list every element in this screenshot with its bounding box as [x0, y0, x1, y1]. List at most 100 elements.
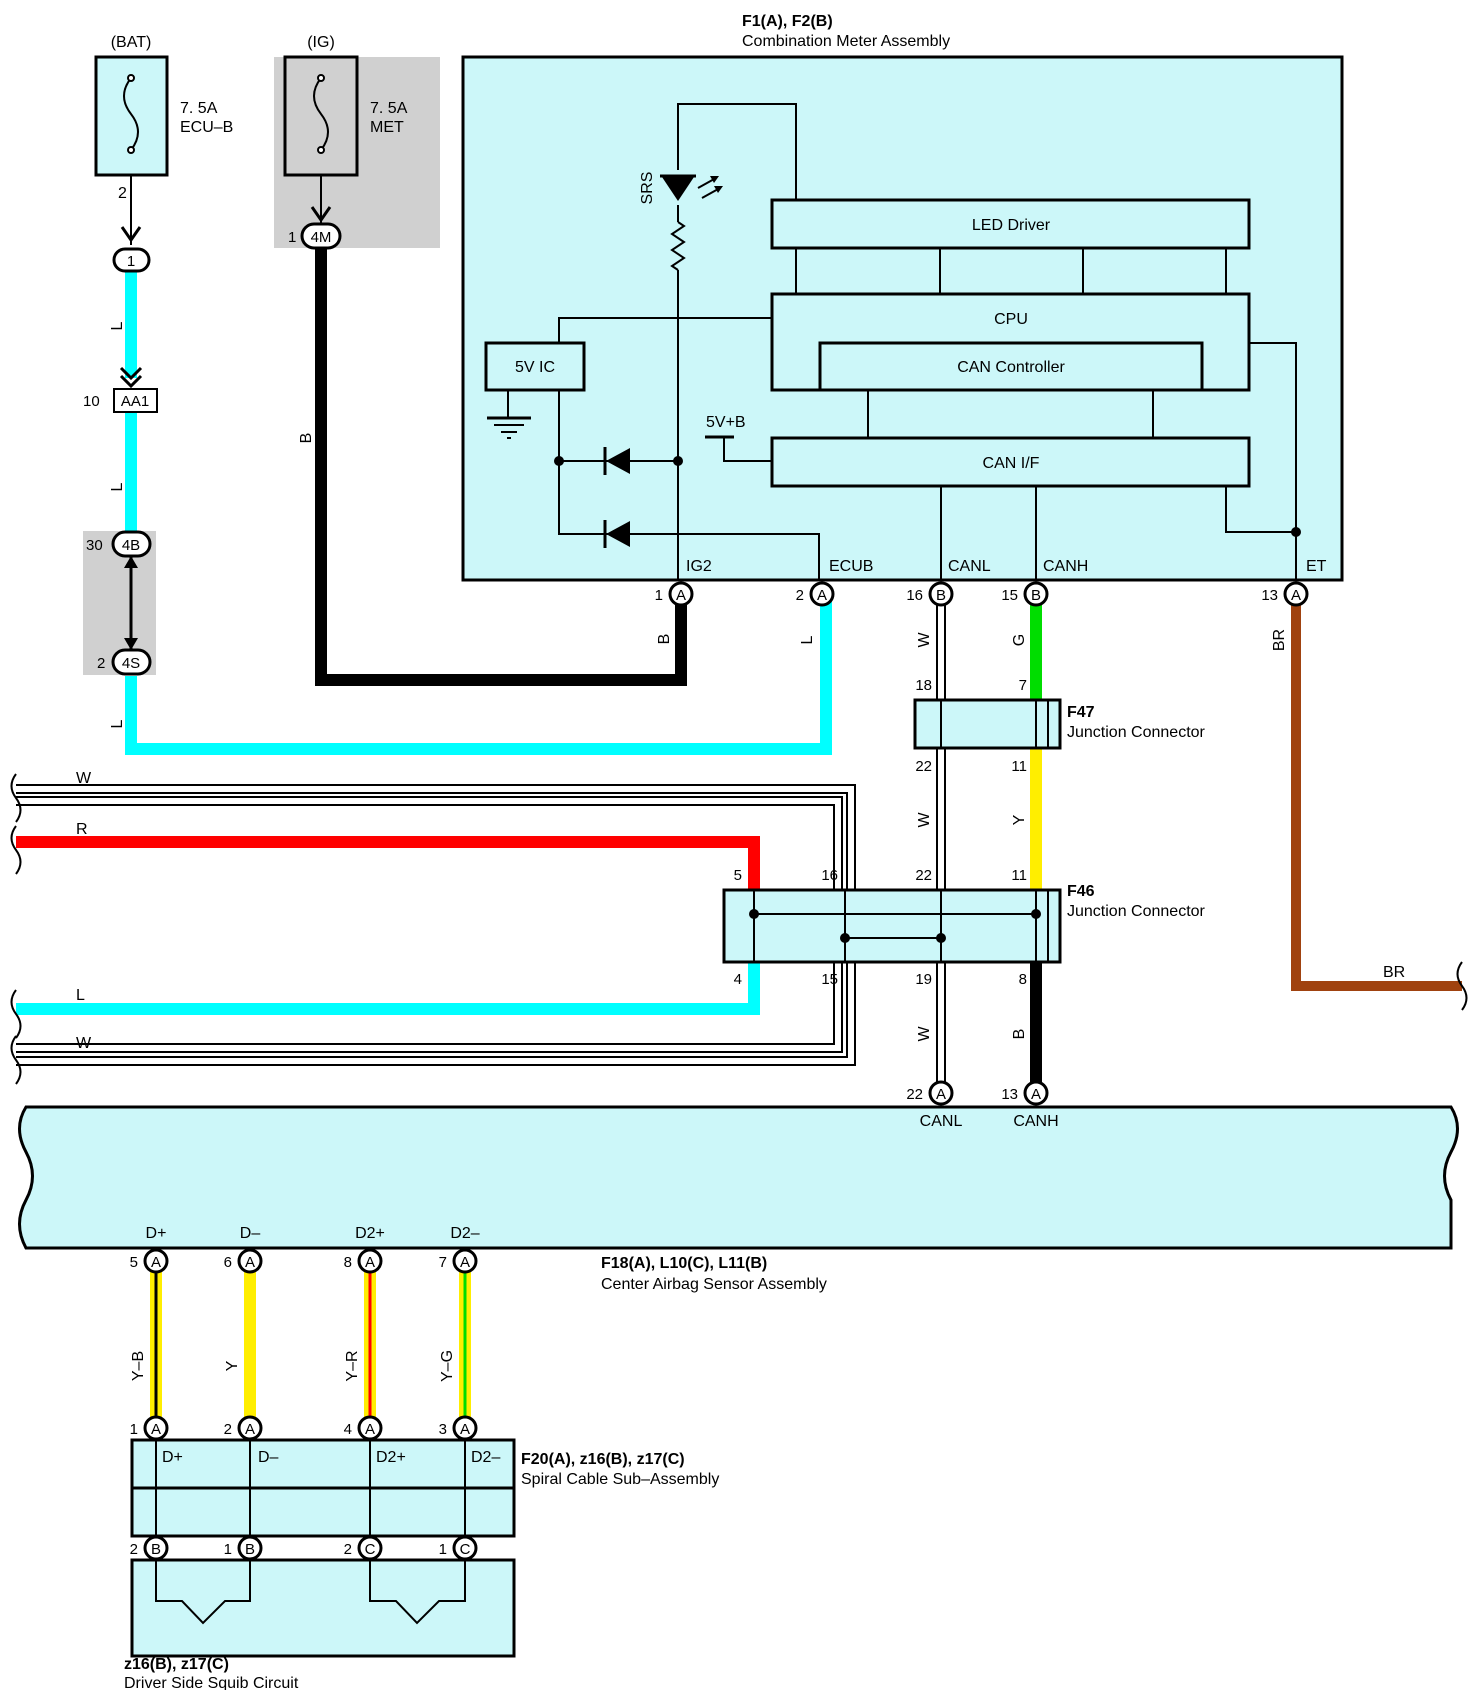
- svg-text:6: 6: [224, 1254, 232, 1271]
- svg-text:5: 5: [130, 1254, 138, 1271]
- f46-pin-22: 22: [915, 867, 932, 884]
- connector-4m-pin: 1: [288, 229, 296, 246]
- svg-text:B: B: [298, 433, 315, 444]
- svg-text:B: B: [656, 634, 673, 645]
- svg-text:D2+: D2+: [376, 1449, 406, 1466]
- svg-text:B: B: [1011, 1029, 1028, 1040]
- svg-text:A: A: [245, 1421, 255, 1438]
- svg-text:Y: Y: [224, 1360, 241, 1371]
- arrow-up-icon: [124, 556, 138, 568]
- wire-br-et: [1291, 595, 1462, 991]
- led-driver-block: [770, 198, 1251, 250]
- terminal-canh-label: CANH: [1043, 558, 1088, 575]
- connector-4m: [300, 222, 342, 250]
- terminal-canl-label: CANL: [948, 558, 991, 575]
- ig-fuse-icon: [313, 77, 329, 151]
- svg-text:A: A: [936, 1086, 946, 1103]
- terminal-ecub-label: ECUB: [829, 558, 873, 575]
- svg-text:W: W: [916, 1026, 933, 1042]
- squib-icon: [155, 1548, 466, 1625]
- f47-name: Junction Connector: [1067, 724, 1206, 741]
- connector-4b-label: 4B: [122, 537, 140, 554]
- svg-text:W: W: [916, 812, 933, 828]
- svg-text:16: 16: [906, 587, 923, 604]
- arrow-down-icon: [124, 638, 138, 650]
- wire-r: [16, 836, 760, 890]
- svg-text:A: A: [151, 1421, 161, 1438]
- arrow-down-icon: [310, 206, 332, 223]
- five-v-ic-block: [484, 341, 586, 392]
- svg-text:A: A: [676, 587, 686, 604]
- svg-text:D2–: D2–: [471, 1449, 500, 1466]
- airbag-code: F18(A), L10(C), L11(B): [601, 1255, 767, 1272]
- svg-text:1: 1: [655, 587, 663, 604]
- ig-supply-label: (IG): [307, 34, 335, 51]
- svg-text:A: A: [151, 1254, 161, 1271]
- svg-text:A: A: [365, 1421, 375, 1438]
- svg-text:Y–B: Y–B: [130, 1351, 147, 1381]
- terminal-pin: [928, 581, 954, 607]
- svg-text:W: W: [916, 632, 933, 648]
- connector-4b-pin: 30: [86, 537, 103, 554]
- svg-text:13: 13: [1001, 1086, 1018, 1103]
- svg-text:D+: D+: [162, 1449, 183, 1466]
- double-chevron-icon: [119, 366, 143, 389]
- airbag-can-terminals: A 22 CANL A 13 CANH: [906, 1080, 1059, 1130]
- meter-code: F1(A), F2(B): [742, 13, 833, 30]
- svg-text:A: A: [460, 1421, 470, 1438]
- terminal-pin: [1283, 581, 1309, 607]
- svg-text:W: W: [76, 770, 92, 787]
- svg-text:3: 3: [439, 1421, 447, 1438]
- f46-pin-11: 11: [1011, 867, 1027, 884]
- svg-text:B: B: [245, 1541, 255, 1558]
- svg-text:D–: D–: [258, 1449, 279, 1466]
- svg-text:Y–G: Y–G: [439, 1350, 456, 1382]
- ig-fuse-name: MET: [370, 119, 404, 136]
- five-v-ic-label: 5V IC: [515, 359, 555, 376]
- svg-text:A: A: [460, 1254, 470, 1271]
- svg-text:1: 1: [224, 1541, 232, 1558]
- svg-text:L: L: [799, 635, 816, 644]
- svg-text:G: G: [1011, 634, 1028, 646]
- svg-text:Y–R: Y–R: [344, 1350, 361, 1381]
- svg-text:D2–: D2–: [450, 1225, 479, 1242]
- f47-code: F47: [1067, 704, 1095, 721]
- cpu-label: CPU: [994, 311, 1028, 328]
- can-if-block: [770, 436, 1251, 488]
- connector-aa1: [113, 388, 158, 413]
- srs-led-icon: [660, 174, 723, 201]
- svg-text:22: 22: [906, 1086, 923, 1103]
- wire-l-bus: [16, 962, 760, 1015]
- svg-text:8: 8: [344, 1254, 352, 1271]
- bat-fuse-name: ECU–B: [180, 119, 233, 136]
- wire-color-labels: L L L B B L W G BR W Y W B W R L W BR: [76, 321, 1405, 1052]
- svg-text:2: 2: [130, 1541, 138, 1558]
- svg-text:2: 2: [224, 1421, 232, 1438]
- svg-text:15: 15: [1001, 587, 1018, 604]
- f47-pin-18: 18: [915, 677, 932, 694]
- airbag-name: Center Airbag Sensor Assembly: [601, 1276, 827, 1293]
- terminal-pin: [668, 581, 694, 607]
- svg-text:L: L: [109, 719, 126, 728]
- terminal-ig2-label: IG2: [686, 558, 712, 575]
- squib-code: z16(B), z17(C): [124, 1656, 229, 1673]
- squib-wire-labels: Y–B Y Y–R Y–G: [130, 1350, 456, 1382]
- arrow-down-icon: [120, 226, 142, 243]
- svg-text:A: A: [245, 1254, 255, 1271]
- f46-pin-4: 4: [734, 971, 742, 988]
- f47-pin-7: 7: [1019, 677, 1027, 694]
- connector-1: [112, 247, 151, 273]
- svg-text:D2+: D2+: [355, 1225, 385, 1242]
- svg-text:B: B: [151, 1541, 161, 1558]
- ig-fuse-rating: 7. 5A: [370, 100, 408, 117]
- svg-text:D–: D–: [240, 1225, 261, 1242]
- terminal-pin: [1023, 581, 1049, 607]
- svg-text:Y: Y: [1011, 814, 1028, 825]
- wire-break-icon: [10, 773, 1468, 1085]
- airbag-canl-label: CANL: [920, 1113, 963, 1130]
- svg-text:A: A: [365, 1254, 375, 1271]
- svg-text:B: B: [936, 587, 946, 604]
- f47-pin-22: 22: [915, 758, 932, 775]
- connector-1-label: 1: [127, 253, 135, 270]
- svg-text:B: B: [1031, 587, 1041, 604]
